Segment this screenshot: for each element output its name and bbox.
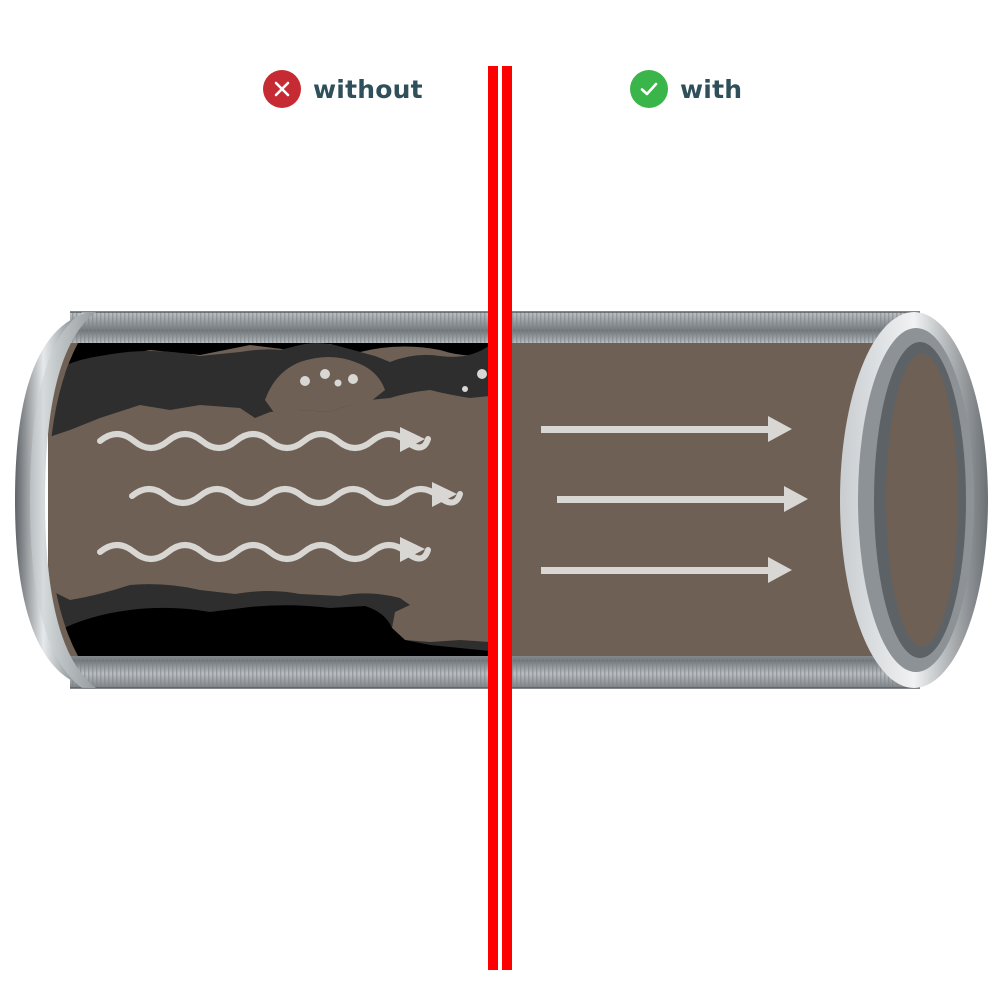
with-text: with (680, 74, 743, 104)
wavy-arrow-1 (97, 431, 431, 451)
without-text: without (313, 74, 423, 104)
pipe-left-end (15, 312, 96, 688)
with-label: with (630, 70, 742, 108)
straight-arrow-3 (541, 567, 771, 574)
divider-line (488, 66, 512, 970)
pipe-right-opening (840, 312, 988, 688)
smooth-flow-arrows (541, 416, 808, 583)
wavy-arrow-3 (97, 542, 431, 562)
x-icon (274, 81, 290, 97)
with-badge (630, 70, 668, 108)
without-label: without (263, 70, 423, 108)
pipe-deposits (48, 343, 495, 656)
without-badge (263, 70, 301, 108)
wavy-arrow-2 (129, 486, 463, 506)
straight-arrow-1 (541, 426, 771, 433)
check-icon (640, 82, 658, 96)
straight-arrow-2 (557, 496, 787, 503)
turbulent-flow-arrows (97, 427, 463, 562)
